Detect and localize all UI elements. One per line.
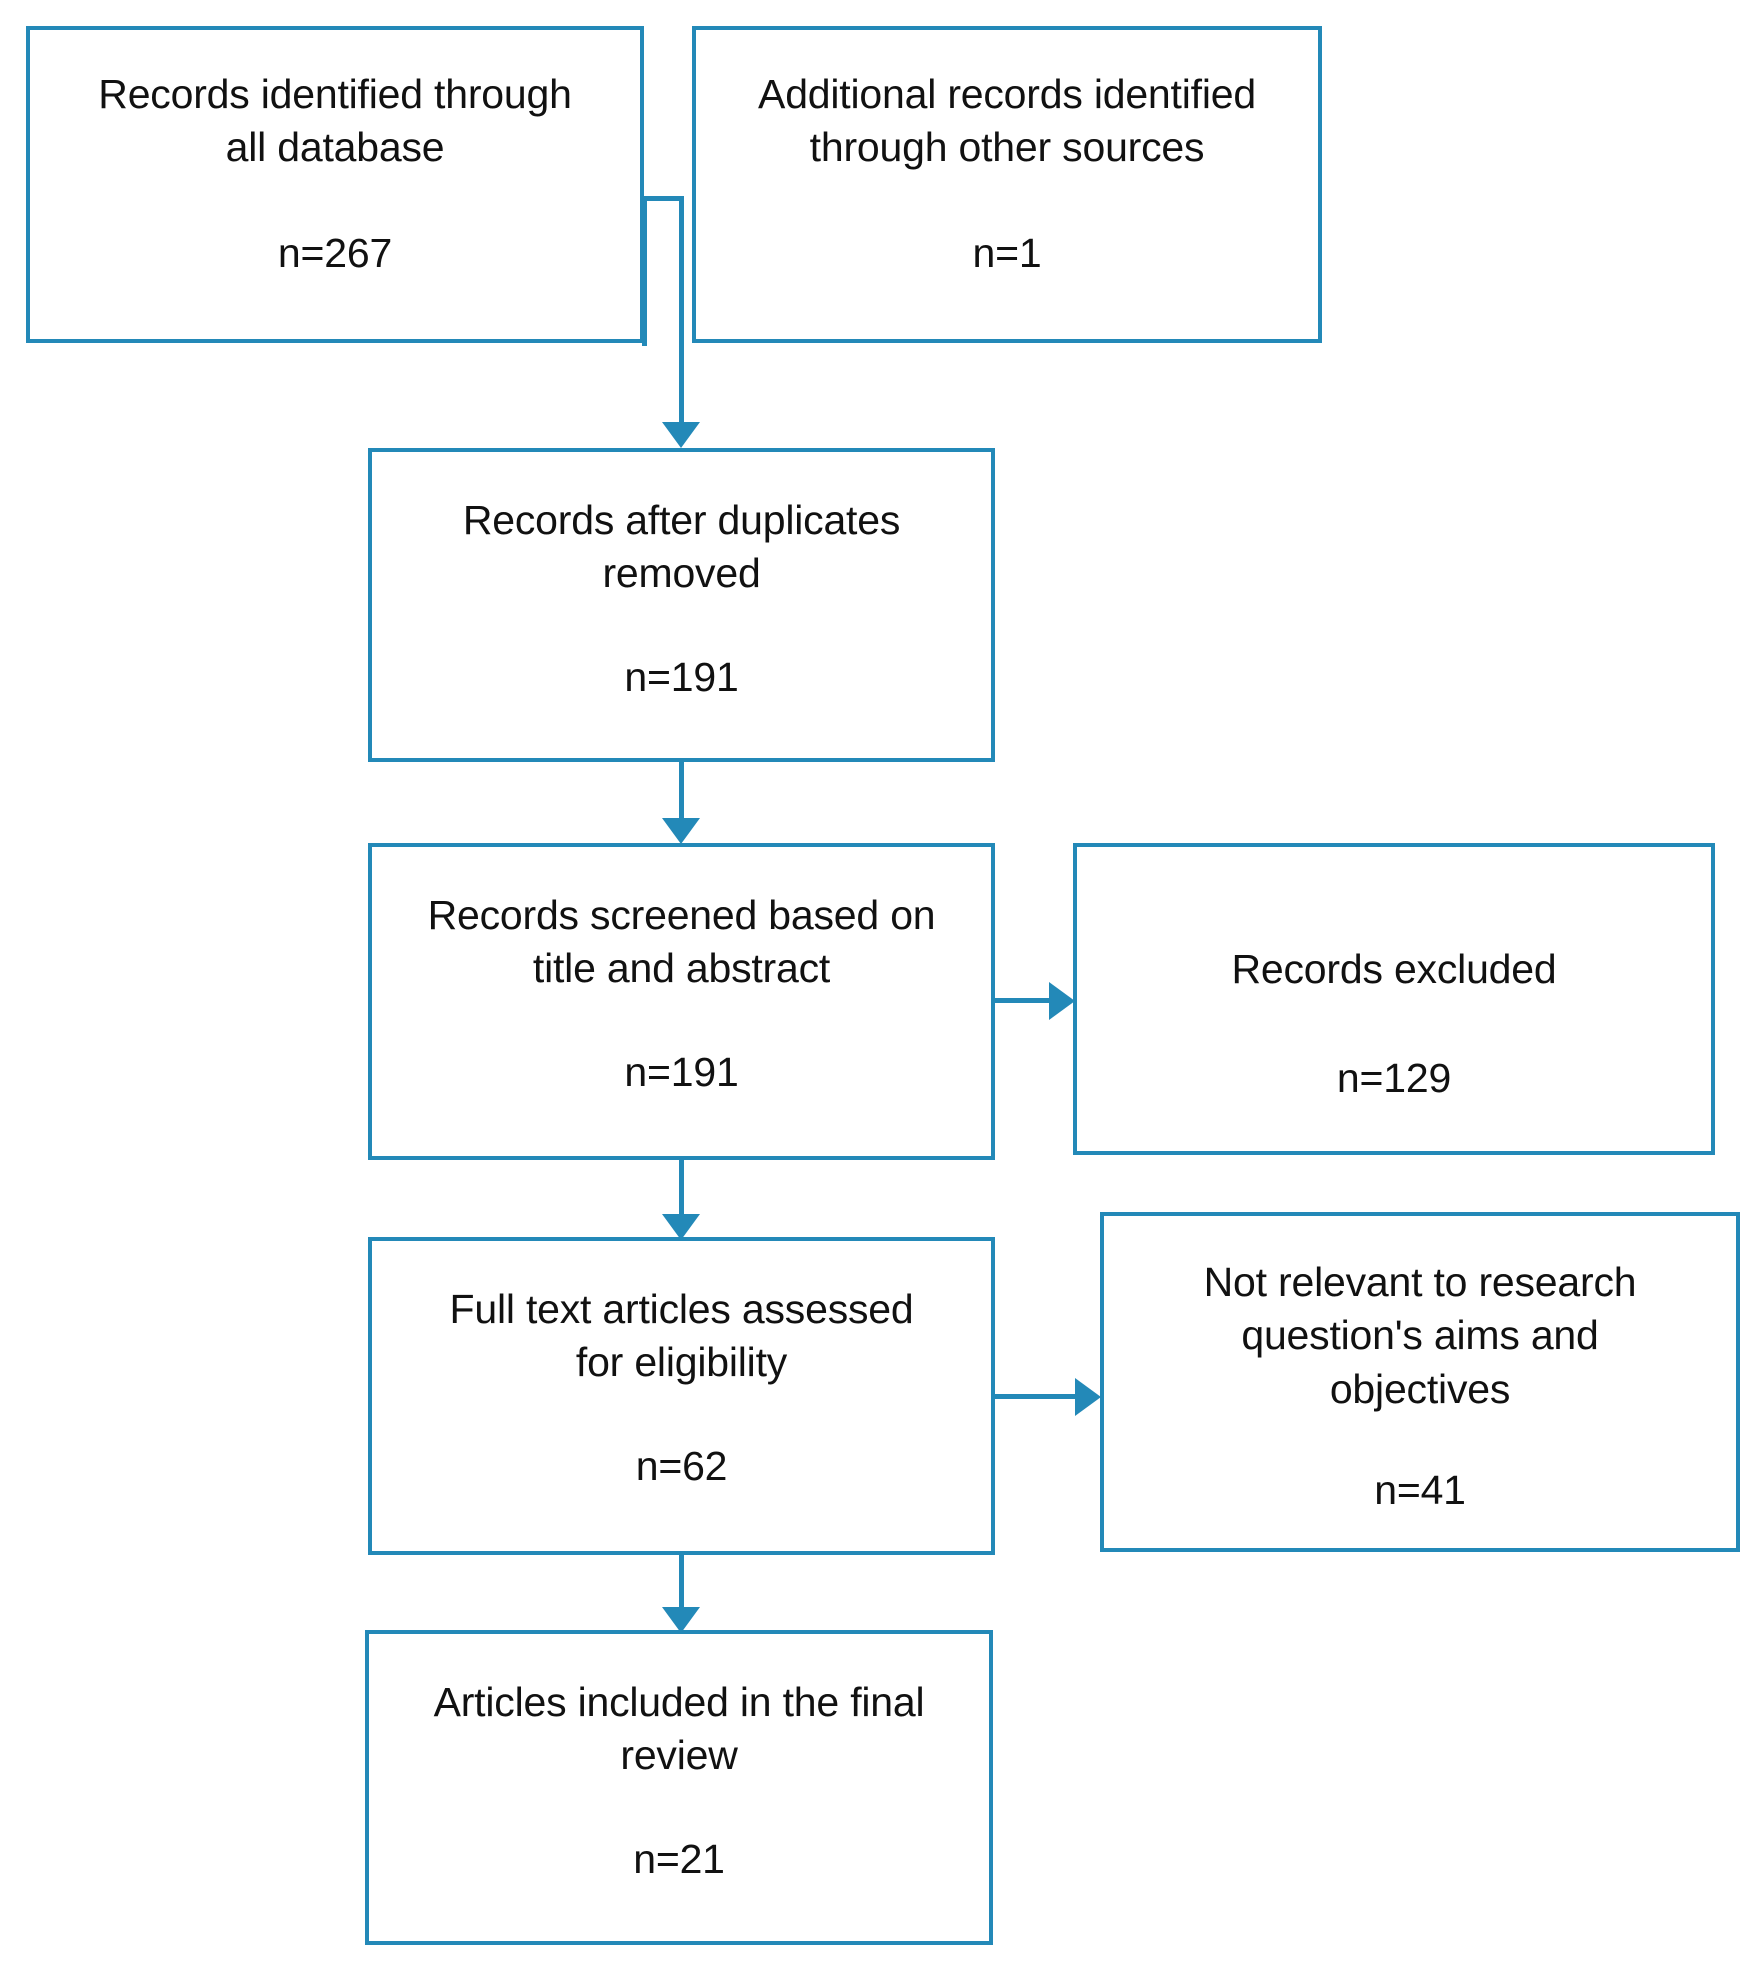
connector-fulltext-to-included <box>679 1555 684 1611</box>
box-records-excluded: Records excluded n=129 <box>1073 843 1715 1155</box>
box-duplicates-removed-label: Records after duplicates removed <box>462 497 901 597</box>
box-duplicates-removed-count: n=191 <box>624 653 739 700</box>
box-fulltext-assessed-count: n=62 <box>635 1442 728 1489</box>
box-records-screened-label: Records screened based on title and abst… <box>427 892 936 992</box>
arrow-down-to-fulltext <box>662 1214 700 1240</box>
connector-fulltext-to-notrelevant <box>993 1394 1077 1399</box>
box-additional-records: Additional records identified through ot… <box>692 26 1322 343</box>
box-articles-included-label: Articles included in the final review <box>433 1679 925 1779</box>
box-articles-included: Articles included in the final review n=… <box>365 1630 993 1945</box>
box-records-screened-count: n=191 <box>624 1048 739 1095</box>
connector-merge-down <box>679 196 684 424</box>
connector-screened-to-fulltext <box>679 1160 684 1218</box>
box-records-excluded-count: n=129 <box>1336 1055 1452 1102</box>
box-additional-records-label: Additional records identified through ot… <box>758 71 1256 171</box>
box-not-relevant-count: n=41 <box>1374 1466 1466 1513</box>
arrow-down-to-included <box>662 1607 700 1633</box>
box-duplicates-removed: Records after duplicates removed n=191 <box>368 448 995 762</box>
box-records-screened: Records screened based on title and abst… <box>368 843 995 1160</box>
arrow-down-to-duplicates <box>662 422 700 448</box>
box-records-excluded-label: Records excluded <box>1231 946 1557 992</box>
arrow-right-to-notrelevant <box>1075 1378 1101 1416</box>
box-fulltext-assessed-label: Full text articles assessed for eligibil… <box>449 1286 914 1386</box>
box-records-identified: Records identified through all database … <box>26 26 644 343</box>
box-records-identified-count: n=267 <box>277 229 393 276</box>
box-additional-records-count: n=1 <box>972 229 1042 276</box>
arrow-right-to-excluded <box>1049 982 1075 1020</box>
arrow-down-to-screened <box>662 818 700 844</box>
box-not-relevant-label: Not relevant to research question's aims… <box>1203 1259 1637 1412</box>
connector-duplicates-to-screened <box>679 762 684 822</box>
box-articles-included-count: n=21 <box>633 1835 725 1882</box>
connector-screened-to-excluded <box>993 998 1051 1003</box>
box-records-identified-label: Records identified through all database <box>98 71 572 171</box>
connector-identified-down <box>642 196 647 346</box>
connector-merge-horizontal <box>642 196 684 201</box>
box-not-relevant: Not relevant to research question's aims… <box>1100 1212 1740 1552</box>
box-fulltext-assessed: Full text articles assessed for eligibil… <box>368 1237 995 1555</box>
